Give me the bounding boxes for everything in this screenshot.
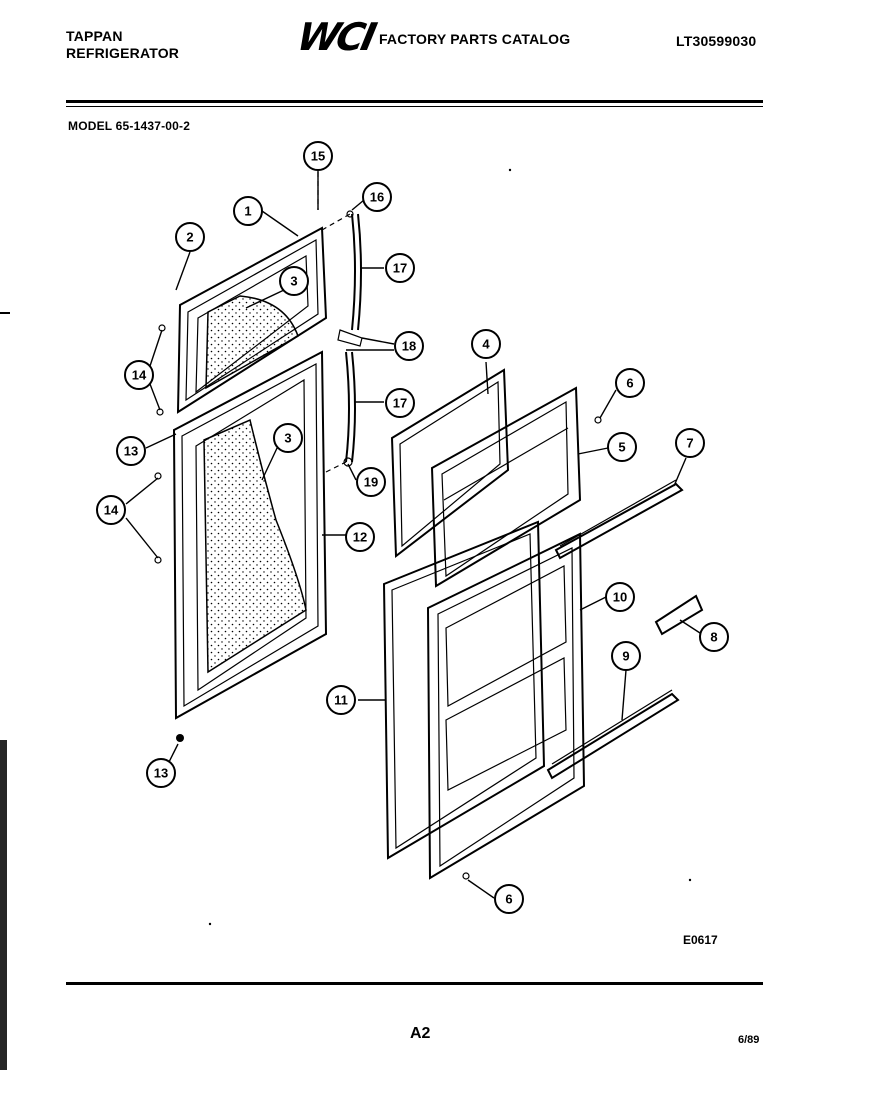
- fresh-food-door-frame: [172, 350, 328, 720]
- callout-18: 18: [394, 331, 424, 361]
- callout-label: 6: [505, 892, 512, 907]
- callout-5: 5: [607, 432, 637, 462]
- callout-label: 8: [710, 630, 717, 645]
- callout-19: 19: [356, 467, 386, 497]
- callout-1: 1: [233, 196, 263, 226]
- brand-name: TAPPAN: [66, 28, 123, 44]
- callout-3-freezer: 3: [279, 266, 309, 296]
- scan-mark: [0, 312, 10, 314]
- catalog-number: LT30599030: [676, 33, 757, 49]
- freezer-inner-door: [430, 386, 582, 588]
- scan-speck: [688, 878, 692, 882]
- fresh-food-inner-door: [426, 532, 586, 880]
- leader-lines: [125, 170, 701, 899]
- callout-12: 12: [345, 522, 375, 552]
- callout-8: 8: [699, 622, 729, 652]
- freezer-insulation: [205, 295, 299, 390]
- callout-label: 14: [104, 503, 119, 518]
- callout-label: 13: [124, 444, 138, 459]
- shelf-end-cap: [654, 594, 704, 636]
- freezer-door-frame: [176, 226, 328, 414]
- callout-17-upper: 17: [385, 253, 415, 283]
- footer-rule: [66, 982, 763, 985]
- callout-15: 15: [303, 141, 333, 171]
- alignment-line: [325, 461, 347, 473]
- diagram-code: E0617: [683, 933, 718, 947]
- callout-4: 4: [471, 329, 501, 359]
- callout-label: 13: [154, 766, 168, 781]
- callout-13-lower: 13: [146, 758, 176, 788]
- callout-label: 11: [334, 693, 348, 708]
- callout-label: 19: [364, 475, 378, 490]
- catalog-header: WCI FACTORY PARTS CATALOG: [293, 15, 571, 59]
- catalog-title: FACTORY PARTS CATALOG: [378, 30, 571, 47]
- scan-speck: [508, 168, 512, 172]
- callout-label: 10: [613, 590, 627, 605]
- door-shelf-lower: [546, 689, 680, 780]
- callout-label: 18: [402, 339, 416, 354]
- alignment-line: [321, 213, 351, 231]
- callout-6-upper: 6: [615, 368, 645, 398]
- callout-label: 16: [370, 190, 384, 205]
- door-shelf-upper: [554, 479, 684, 560]
- callout-label: 2: [186, 230, 193, 245]
- header-rule-thick: [66, 100, 763, 103]
- callout-label: 17: [393, 396, 407, 411]
- callout-label: 15: [311, 149, 325, 164]
- header-rule-thin: [66, 106, 763, 107]
- callout-label: 3: [290, 274, 297, 289]
- callout-14-lower: 14: [96, 495, 126, 525]
- callout-label: 17: [393, 261, 407, 276]
- callout-16: 16: [362, 182, 392, 212]
- scan-edge-artifact: [0, 740, 7, 1070]
- callout-17-lower: 17: [385, 388, 415, 418]
- print-date: 6/89: [738, 1034, 760, 1046]
- callout-label: 9: [622, 649, 629, 664]
- callout-label: 5: [618, 440, 625, 455]
- callout-label: 1: [244, 204, 251, 219]
- callout-label: 4: [482, 337, 490, 352]
- callout-13-upper: 13: [116, 436, 146, 466]
- callout-3-fresh-food: 3: [273, 423, 303, 453]
- callout-label: 3: [284, 431, 291, 446]
- callout-11: 11: [326, 685, 356, 715]
- product-type: REFRIGERATOR: [66, 45, 180, 61]
- fresh-food-insulation: [203, 418, 307, 674]
- freezer-gasket: [390, 368, 510, 558]
- callout-6-lower: 6: [494, 884, 524, 914]
- callout-9: 9: [611, 641, 641, 671]
- callout-7: 7: [675, 428, 705, 458]
- callout-label: 14: [132, 368, 147, 383]
- model-label: MODEL 65-1437-00-2: [68, 119, 191, 133]
- handle-assembly: [337, 210, 363, 467]
- callout-10: 10: [605, 582, 635, 612]
- fresh-food-gasket: [382, 520, 546, 860]
- callout-label: 12: [353, 530, 367, 545]
- callout-2: 2: [175, 222, 205, 252]
- scan-speck: [208, 922, 212, 926]
- callout-14-upper: 14: [124, 360, 154, 390]
- callout-label: 7: [686, 436, 693, 451]
- callout-label: 6: [626, 376, 633, 391]
- brand-block: TAPPAN REFRIGERATOR: [66, 28, 179, 62]
- page-label: A2: [410, 1025, 431, 1042]
